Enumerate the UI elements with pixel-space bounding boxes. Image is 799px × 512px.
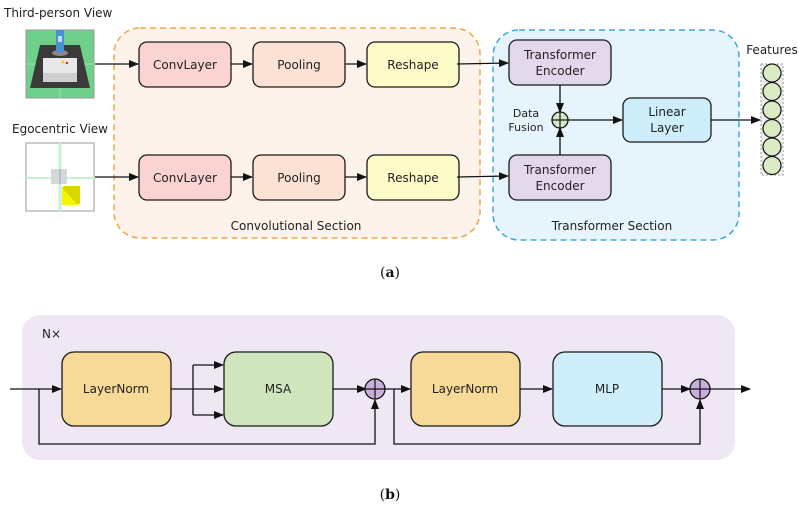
feature-node: [762, 63, 782, 83]
convlayer-block: ConvLayer: [138, 154, 232, 201]
reshape-block: Reshape: [366, 154, 460, 201]
svg-text:Transformer: Transformer: [523, 48, 596, 62]
transformer-encoder-top: Transformer Encoder: [508, 39, 612, 86]
conv-section-label: Convolutional Section: [231, 219, 362, 233]
reshape-block: Reshape: [366, 41, 460, 88]
repeat-label: N×: [42, 327, 61, 341]
data-fusion-label: Data: [513, 107, 539, 120]
layernorm-block-1: LayerNorm: [61, 351, 172, 427]
svg-text:Reshape: Reshape: [387, 171, 438, 185]
svg-text:Encoder: Encoder: [535, 179, 584, 193]
mlp-block: MLP: [552, 351, 663, 427]
egocentric-image: [25, 142, 95, 212]
svg-text:LayerNorm: LayerNorm: [83, 382, 149, 396]
caption-b: (b): [380, 487, 401, 503]
svg-text:Layer: Layer: [650, 121, 684, 135]
feature-node: [762, 137, 782, 157]
svg-text:MSA: MSA: [265, 382, 292, 396]
linear-layer: Linear Layer: [622, 97, 712, 143]
svg-text:Encoder: Encoder: [535, 64, 584, 78]
third-person-image: [25, 29, 95, 99]
pooling-block: Pooling: [252, 41, 346, 88]
svg-text:Linear: Linear: [648, 105, 685, 119]
convlayer-block: ConvLayer: [138, 41, 232, 88]
transformer-encoder-bottom: Transformer Encoder: [508, 154, 612, 201]
feature-node: [762, 100, 782, 120]
feature-node: [762, 118, 782, 139]
svg-text:Transformer: Transformer: [523, 163, 596, 177]
arrow: [456, 59, 509, 68]
layernorm-block-2: LayerNorm: [410, 351, 521, 427]
svg-text:Pooling: Pooling: [277, 171, 320, 185]
svg-text:LayerNorm: LayerNorm: [432, 382, 498, 396]
feature-node: [762, 81, 782, 102]
residual-connection: [393, 389, 704, 445]
feature-node: [762, 155, 782, 176]
msa-block: MSA: [223, 351, 334, 427]
svg-text:Reshape: Reshape: [387, 58, 438, 72]
data-fusion-label: Fusion: [508, 121, 543, 134]
svg-text:MLP: MLP: [595, 382, 619, 396]
svg-text:ConvLayer: ConvLayer: [153, 58, 217, 72]
pooling-block: Pooling: [252, 154, 346, 201]
data-fusion-add-icon: [551, 111, 569, 129]
residual-add-icon-2: [689, 378, 711, 400]
arrow: [456, 172, 509, 181]
egocentric-view-label: Egocentric View: [12, 122, 108, 136]
features-label: Features: [746, 43, 798, 57]
transformer-section-label: Transformer Section: [551, 219, 672, 233]
svg-text:Pooling: Pooling: [277, 58, 320, 72]
residual-add-icon-1: [364, 378, 386, 400]
third-person-view-label: Third-person View: [3, 6, 113, 20]
svg-text:ConvLayer: ConvLayer: [153, 171, 217, 185]
caption-a: (a): [380, 265, 400, 281]
residual-connection: [38, 389, 379, 445]
